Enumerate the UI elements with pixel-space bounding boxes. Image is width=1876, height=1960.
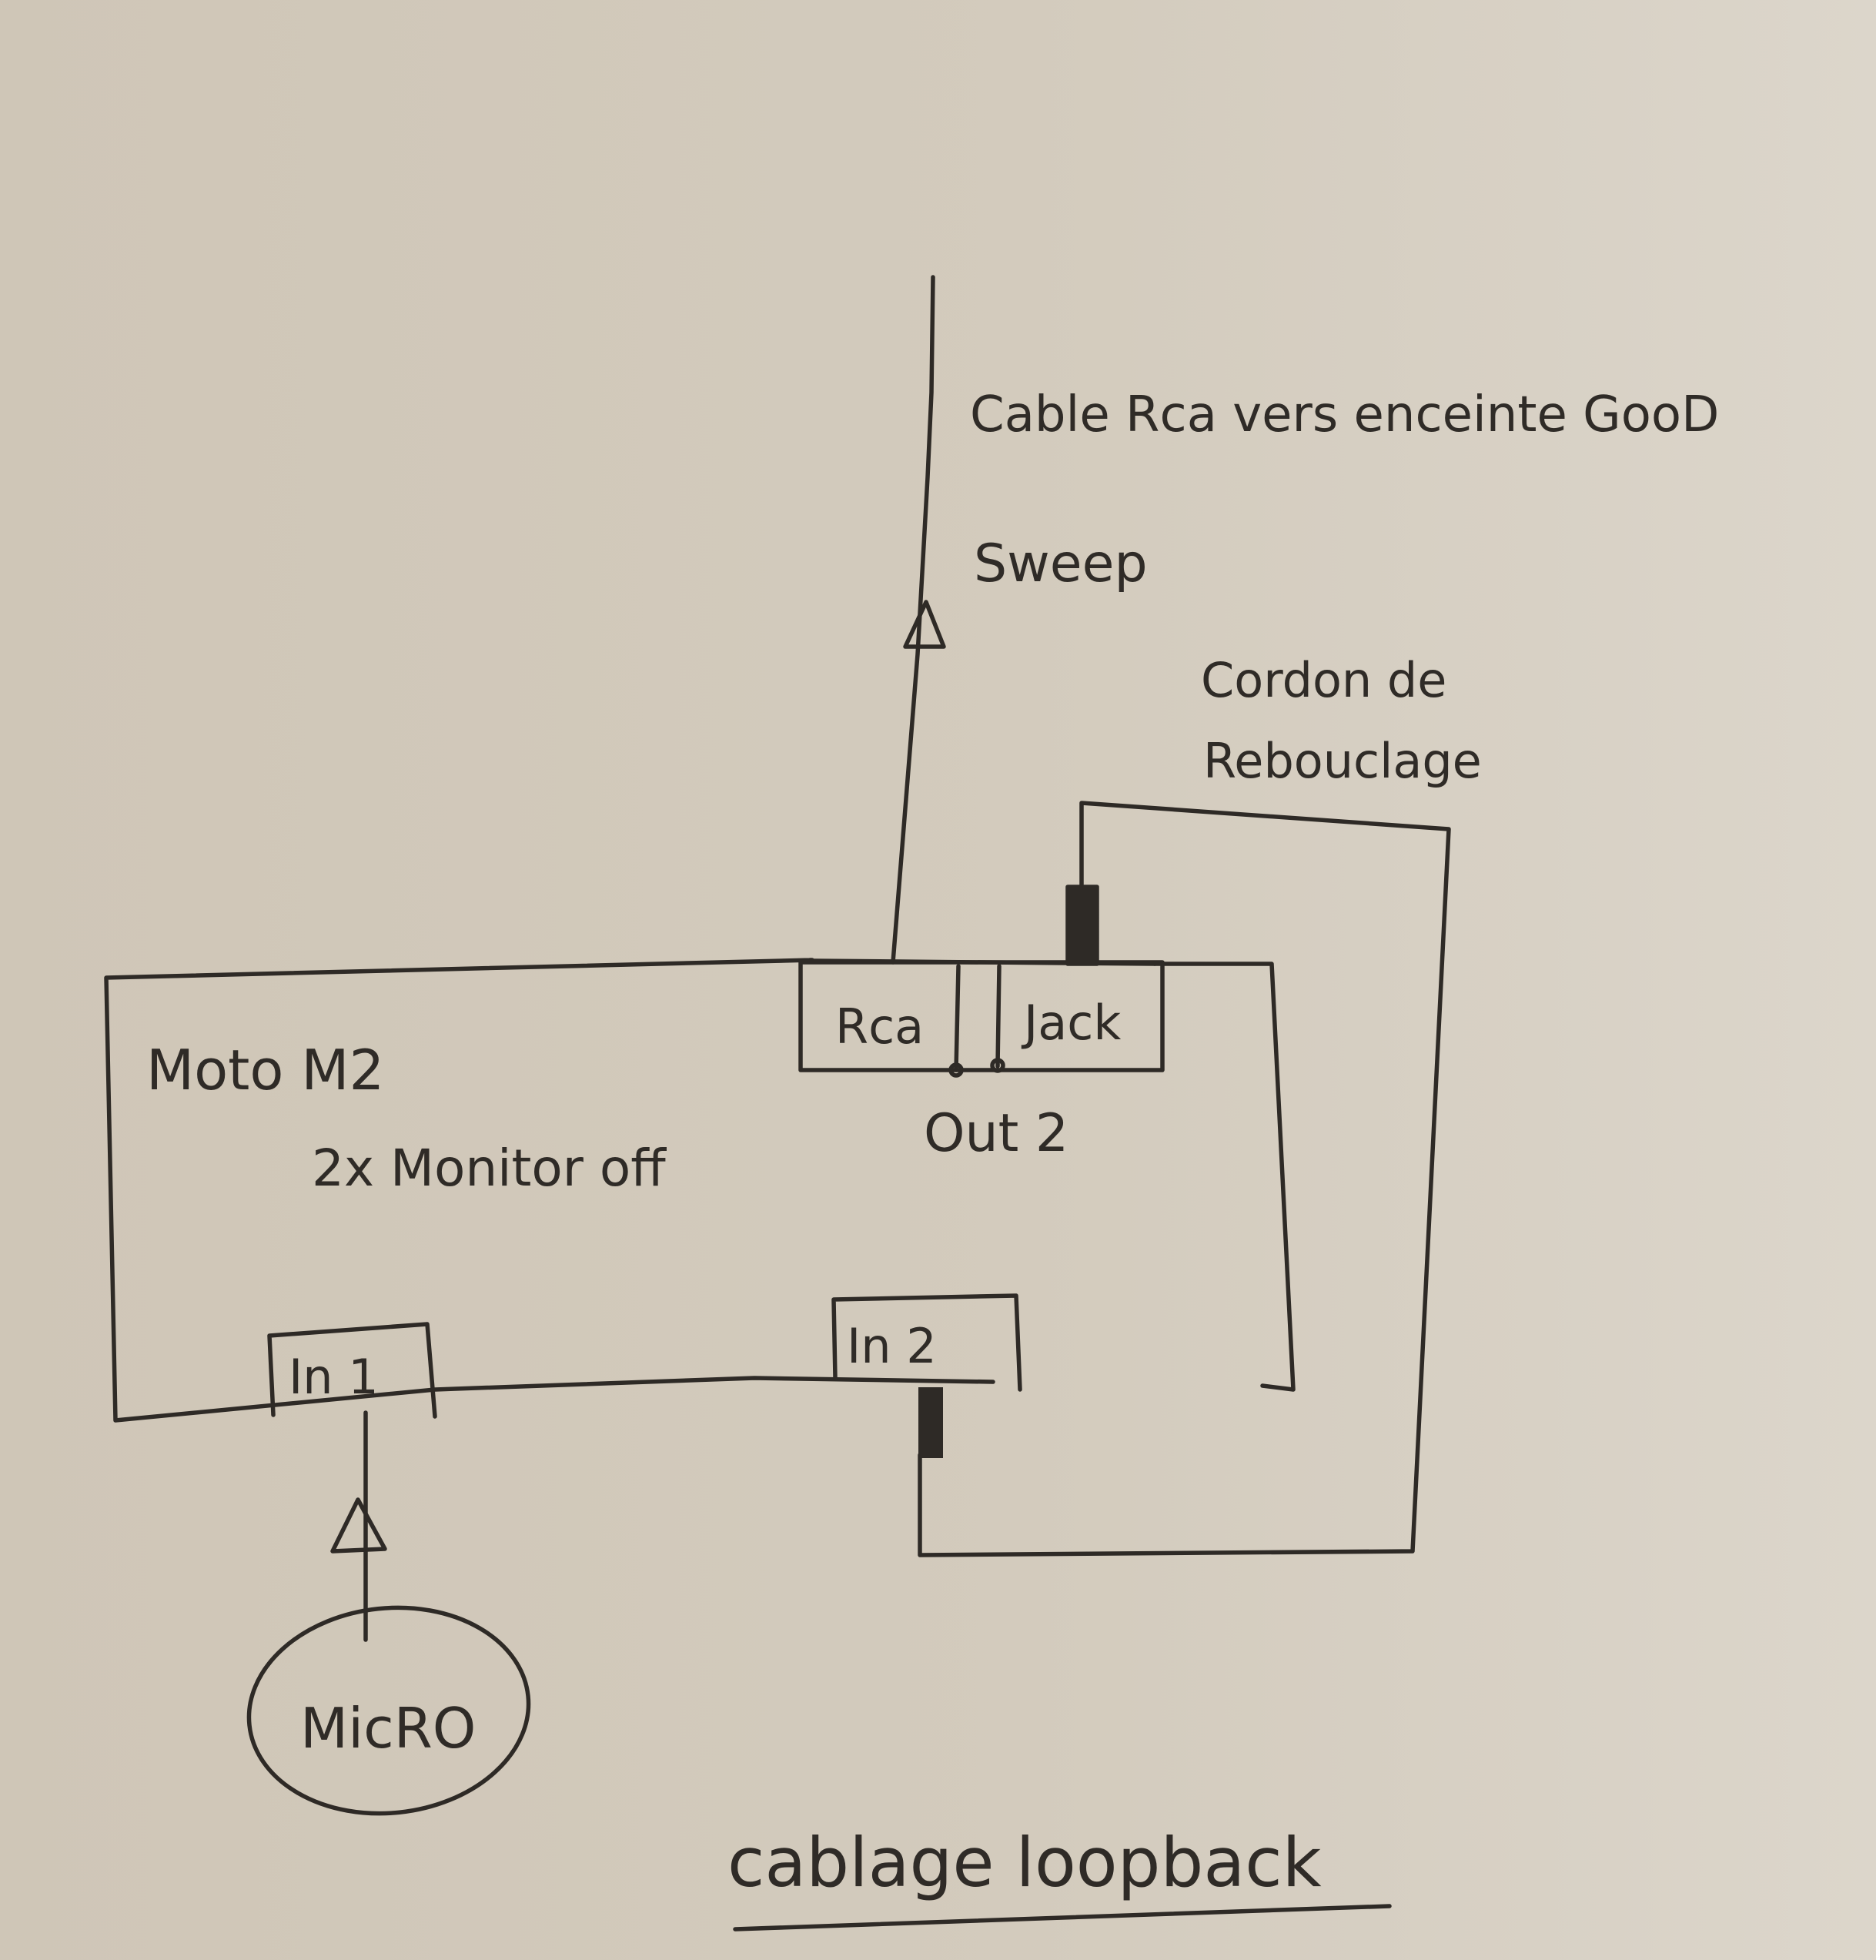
out2-port-box [798,960,1165,1072]
out2-dot-left [948,1062,964,1078]
in1-port-box [267,1322,437,1419]
in1-label: In 1 [289,1349,379,1405]
title-underline [733,1904,1392,1932]
out2-dot-right [990,1058,1005,1073]
in2-label: In 2 [847,1318,937,1374]
out2-divider-left [954,964,961,1072]
jack-connector-plug [1068,887,1097,964]
in2-port-box [831,1293,1022,1392]
diagram-title: cablage loopback [727,1823,1322,1902]
micro-cable-arrow [330,1497,387,1554]
monitor-label: 2x Monitor off [312,1139,667,1198]
cordon-label-line1: Cordon de [1201,652,1446,708]
jack-connector-outline [1065,885,1099,966]
jack-port-label: Jack [1021,995,1121,1051]
micro-label: MicRO [300,1696,476,1761]
loopback-cable [918,801,1451,1557]
in2-connector-plug [918,1387,943,1458]
out2-divider-right [995,964,1002,1069]
rca-cable-line [891,275,935,965]
rca-port-label: Rca [835,998,924,1055]
cable-rca-label: Cable Rca vers enceinte GooD [970,386,1719,443]
device-name-label: Moto M2 [146,1038,384,1102]
sweep-label: Sweep [974,533,1148,594]
micro-ellipse [246,1605,531,1816]
out2-label: Out 2 [924,1103,1068,1164]
rca-cable-arrow [903,600,946,649]
cordon-label-line2: Rebouclage [1203,733,1482,789]
